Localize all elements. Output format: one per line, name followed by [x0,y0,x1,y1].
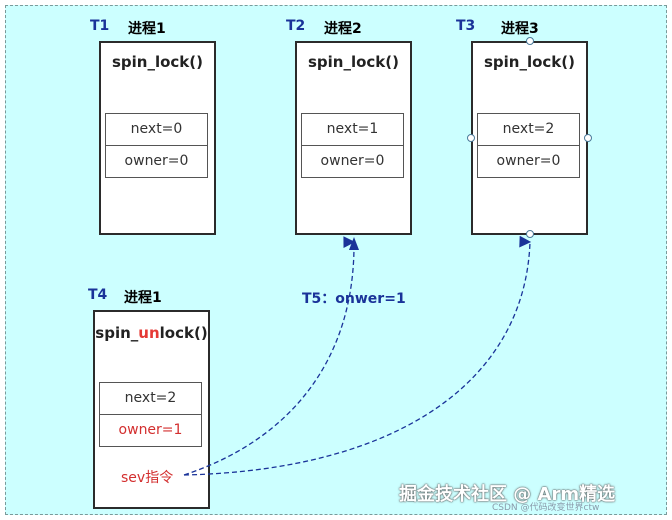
time-label-t3: T3 [456,18,476,34]
process-label-1: 进程1 [128,21,166,37]
process-label-unlock: 进程1 [124,290,162,306]
process-box-unlock: spin_unlock() next=2 owner=1 [93,310,210,509]
process-box-2: spin_lock() next=1 owner=0 [295,41,412,235]
arrow-to-process-3 [183,235,532,476]
process-label-2: 进程2 [324,21,362,37]
watermark-subtext: CSDN @代码改变世界ctw [492,503,600,513]
unlock-function-label: spin_unlock() [95,324,208,342]
time-label-t2: T2 [286,18,306,34]
arrowhead-process-2 [349,237,359,250]
function-prefix: spin_ [95,324,139,342]
function-label: spin_lock() [483,53,575,71]
process-label-3: 进程3 [501,21,539,37]
arrow-to-process-2 [183,236,356,476]
owner-field: owner=0 [301,145,404,178]
process-box-1: spin_lock() next=0 owner=0 [99,41,216,235]
resize-handle-top[interactable] [526,37,534,45]
time-label-t4: T4 [88,287,108,303]
function-highlight: un [138,324,160,342]
watermark-text: 掘金技术社区 @ Arm精选 [399,484,616,505]
sev-instruction-label: sev指令 [121,470,174,486]
owner-field: owner=1 [99,414,202,447]
owner-field: owner=0 [105,145,208,178]
next-field: next=2 [99,382,202,415]
process-box-3[interactable]: spin_lock() next=2 owner=0 [471,41,588,235]
time-label-t1: T1 [90,18,110,34]
owner-field: owner=0 [477,145,580,178]
function-label: spin_lock() [111,53,203,71]
resize-handle-right[interactable] [584,134,592,142]
transition-label: T5：onwer=1 [302,291,406,307]
function-suffix: lock() [159,324,208,342]
resize-handle-left[interactable] [467,134,475,142]
function-label: spin_lock() [307,53,399,71]
